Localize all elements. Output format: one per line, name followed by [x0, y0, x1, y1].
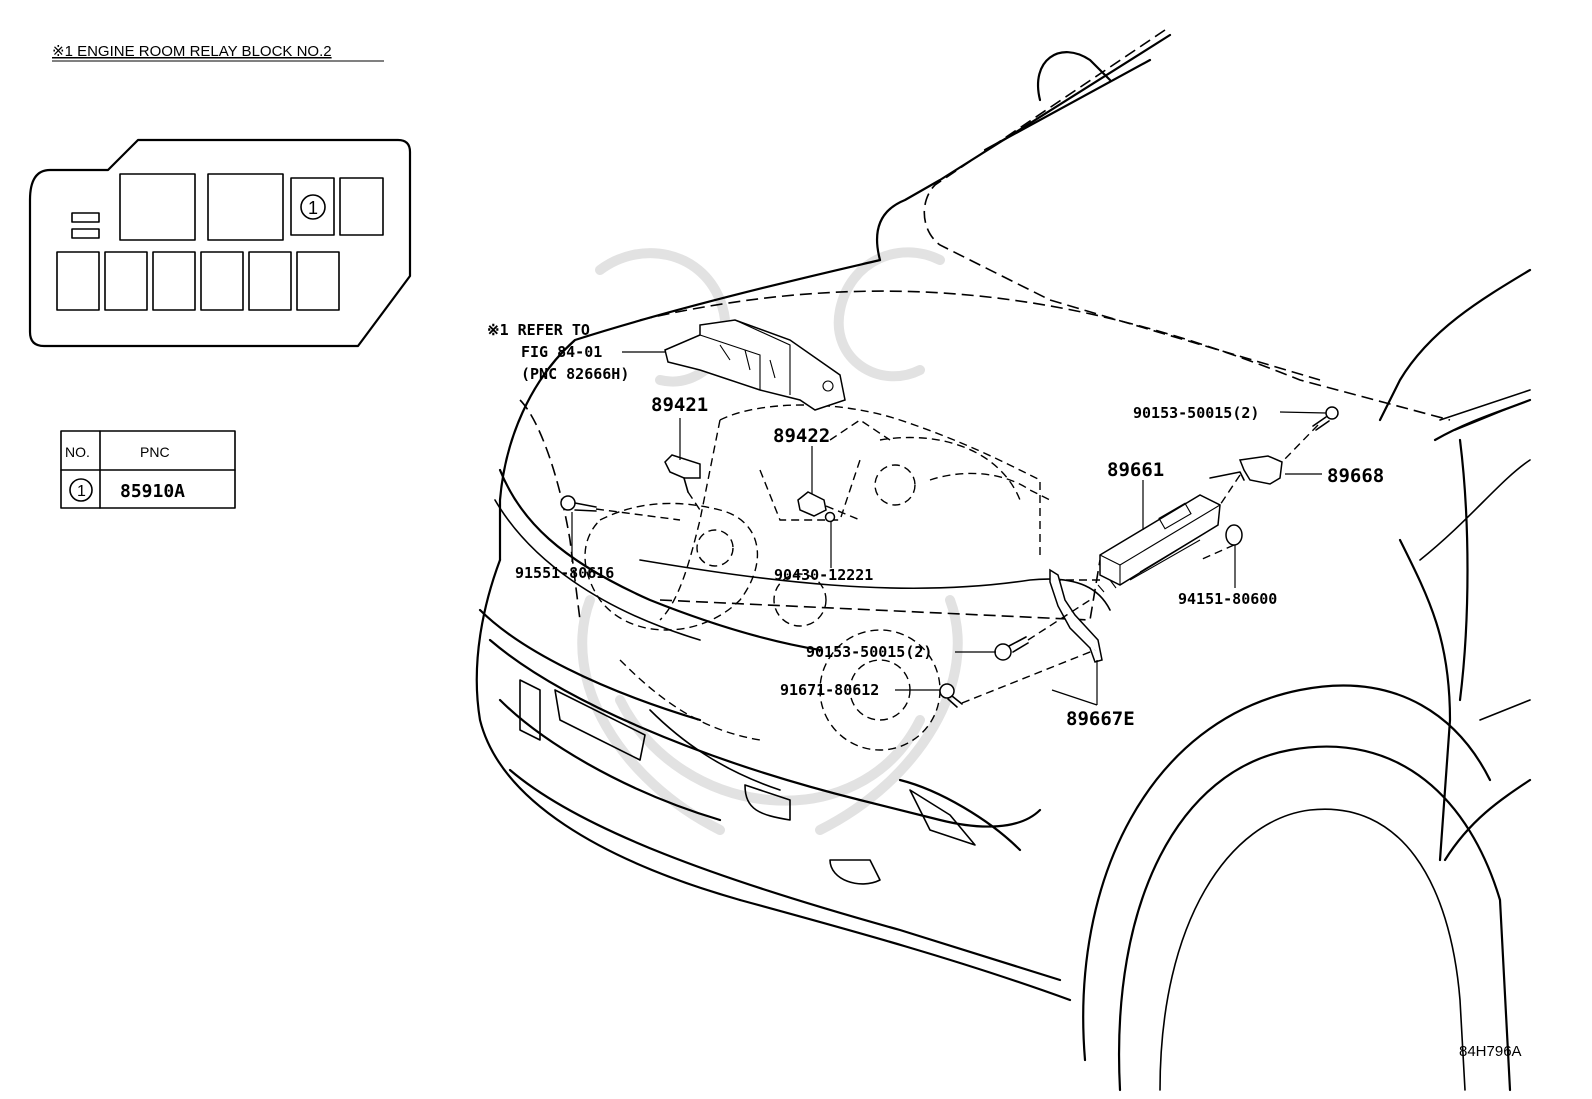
callout-90153-top: 90153-50015(2)	[1133, 404, 1259, 422]
sensor-89422	[797, 491, 827, 517]
table-row-marker-circle	[69, 478, 93, 502]
assembly-lines	[595, 424, 1319, 704]
table-header-no: NO.	[65, 444, 90, 460]
reference-line-1: ※1 REFER TO	[487, 321, 590, 339]
bolt-91551	[560, 495, 597, 512]
relay-slot	[119, 173, 196, 241]
gasket-90430	[824, 511, 836, 523]
callout-89421: 89421	[651, 394, 708, 416]
table-row-no: 1	[77, 483, 86, 500]
callout-91551: 91551-80616	[515, 564, 614, 582]
bolt-91671	[939, 683, 963, 708]
callout-89661: 89661	[1107, 459, 1164, 481]
relay-slot	[56, 251, 100, 311]
relay-slot	[104, 251, 148, 311]
vehicle-outline	[475, 29, 1532, 1092]
bolt-90153-mid	[994, 636, 1029, 661]
bolt-90153-top	[1312, 406, 1339, 431]
sensor-bracket-89667e	[1049, 568, 1103, 663]
callout-90430: 90430-12221	[774, 566, 873, 584]
relay-slot	[152, 251, 196, 311]
pnc-table: NO. PNC 1 85910A	[60, 430, 236, 509]
sensor-89421	[664, 454, 701, 493]
callout-94151: 94151-80600	[1178, 590, 1277, 608]
reference-line-2: FIG 84-01	[521, 343, 602, 361]
relay-marker-circle	[300, 194, 326, 220]
table-row-pnc: 85910A	[120, 481, 185, 502]
relay-slot	[207, 173, 284, 241]
relay-marker-number: 1	[308, 198, 318, 218]
nut-94151	[1225, 524, 1243, 546]
relay-block-inset: ※1 ENGINE ROOM RELAY BLOCK NO.2 1	[28, 43, 412, 348]
leader-lines	[571, 351, 1327, 706]
reference-line-3: (PNC 82666H)	[521, 365, 629, 383]
reference-note: ※1 REFER TO FIG 84-01 (PNC 82666H)	[487, 321, 629, 383]
relay-slot	[339, 177, 384, 236]
table-header-pnc: PNC	[140, 444, 170, 460]
fuse-slot-small	[71, 212, 100, 223]
callout-91671: 91671-80612	[780, 681, 879, 699]
relay-slot	[248, 251, 292, 311]
bracket-89668	[1238, 455, 1283, 485]
callout-89667e: 89667E	[1066, 708, 1135, 730]
inset-title: ※1 ENGINE ROOM RELAY BLOCK NO.2	[52, 43, 332, 60]
relay-block-part	[664, 319, 846, 411]
relay-slot	[296, 251, 340, 311]
callout-90153-mid: 90153-50015(2)	[806, 643, 932, 661]
diagram-id: 84H796A	[1459, 1043, 1522, 1060]
ecu-89661	[1097, 494, 1221, 593]
fuse-slot-small	[71, 228, 100, 239]
callout-89668: 89668	[1327, 465, 1384, 487]
relay-slot	[200, 251, 244, 311]
relay-slot-highlighted	[290, 177, 335, 236]
callout-89422: 89422	[773, 425, 830, 447]
